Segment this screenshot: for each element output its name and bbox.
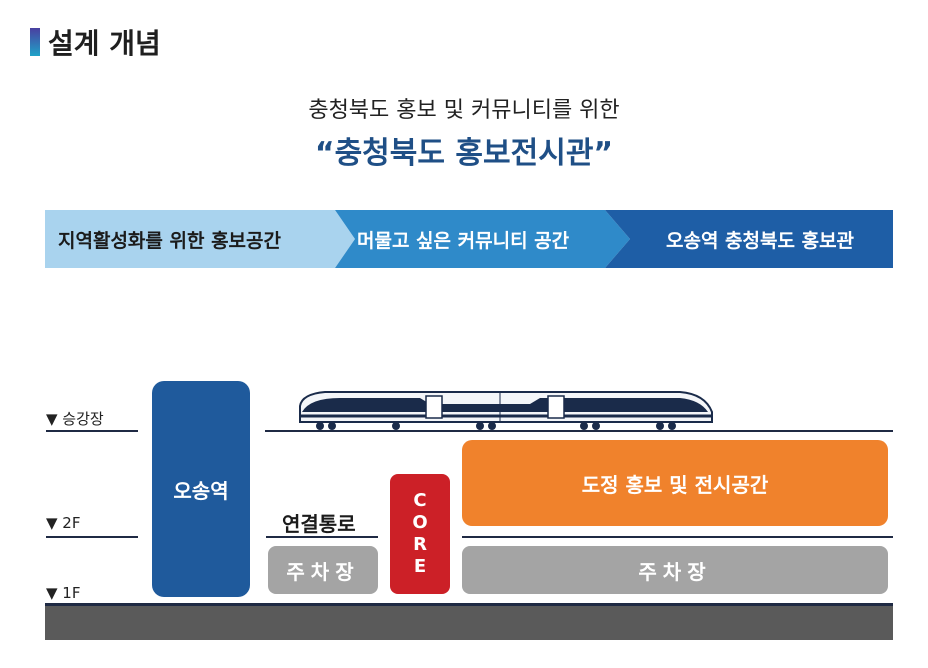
parking-left-block: 주차장 xyxy=(268,546,378,594)
train-icon xyxy=(299,391,713,430)
floor-label-2f: ▼ 2F xyxy=(46,514,81,532)
parking-left-label: 주차장 xyxy=(286,559,360,584)
concept-subtitle: 충청북도 홍보 및 커뮤니티를 위한 xyxy=(308,98,620,123)
ground-slab xyxy=(45,606,893,640)
station-block: 오송역 xyxy=(152,381,250,597)
floor-line-platform-left xyxy=(46,430,138,432)
flow-step-3-label: 오송역 충청북도 홍보관 xyxy=(666,230,855,252)
core-letter: E xyxy=(413,556,427,577)
parking-right-label: 주차장 xyxy=(638,559,712,584)
floor-label-1f: ▼ 1F xyxy=(46,584,81,602)
flow-step-1-shape xyxy=(45,210,355,268)
floor-label-platform: ▼ 승강장 xyxy=(46,410,104,428)
concept-title: “충청북도 홍보전시관” xyxy=(314,136,614,171)
ground-line xyxy=(45,603,893,606)
core-block: C O R E xyxy=(390,474,450,594)
platform-line xyxy=(265,430,893,432)
flow-step-2-shape xyxy=(335,210,630,268)
exhibition-block: 도정 홍보 및 전시공간 xyxy=(462,440,888,526)
station-label: 오송역 xyxy=(173,478,229,503)
core-letter: C xyxy=(413,490,427,511)
parking-right-block: 주차장 xyxy=(462,546,888,594)
exhibition-label: 도정 홍보 및 전시공간 xyxy=(581,472,769,497)
flow-step-3-shape xyxy=(605,210,893,268)
section-title: 설계 개념 xyxy=(48,27,161,60)
title-accent-bar xyxy=(30,28,40,56)
core-letter: R xyxy=(413,534,427,555)
floor-line-2f-left xyxy=(46,536,138,538)
floor-line-2f-right xyxy=(462,536,893,538)
concept-flow-banner xyxy=(45,210,893,268)
flow-step-1-label: 지역활성화를 위한 홍보공간 xyxy=(58,230,281,252)
connector-line xyxy=(266,536,378,538)
core-letter: O xyxy=(412,512,428,533)
flow-step-2-label: 머물고 싶은 커뮤니티 공간 xyxy=(357,230,570,252)
connector-label: 연결통로 xyxy=(282,512,356,536)
